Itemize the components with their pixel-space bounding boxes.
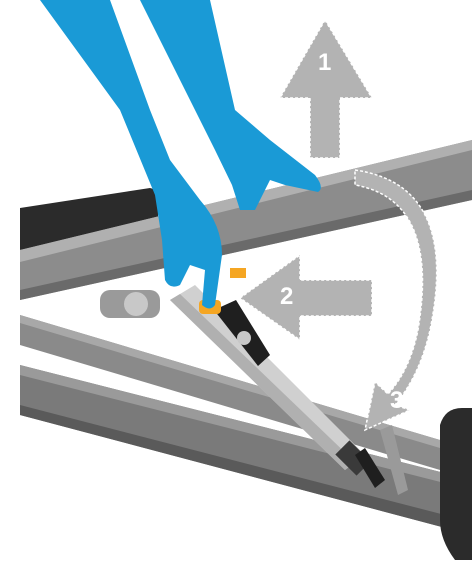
latch-pin-yellow [230, 268, 246, 278]
step-number-3: 3 [390, 387, 403, 414]
pivot-bracket [100, 290, 160, 318]
arrow-up-icon [280, 20, 372, 158]
step-number-2: 2 [280, 283, 293, 310]
step-number-1: 1 [318, 49, 331, 76]
arrow-left-icon [240, 255, 372, 340]
rear-bumper [440, 408, 472, 560]
